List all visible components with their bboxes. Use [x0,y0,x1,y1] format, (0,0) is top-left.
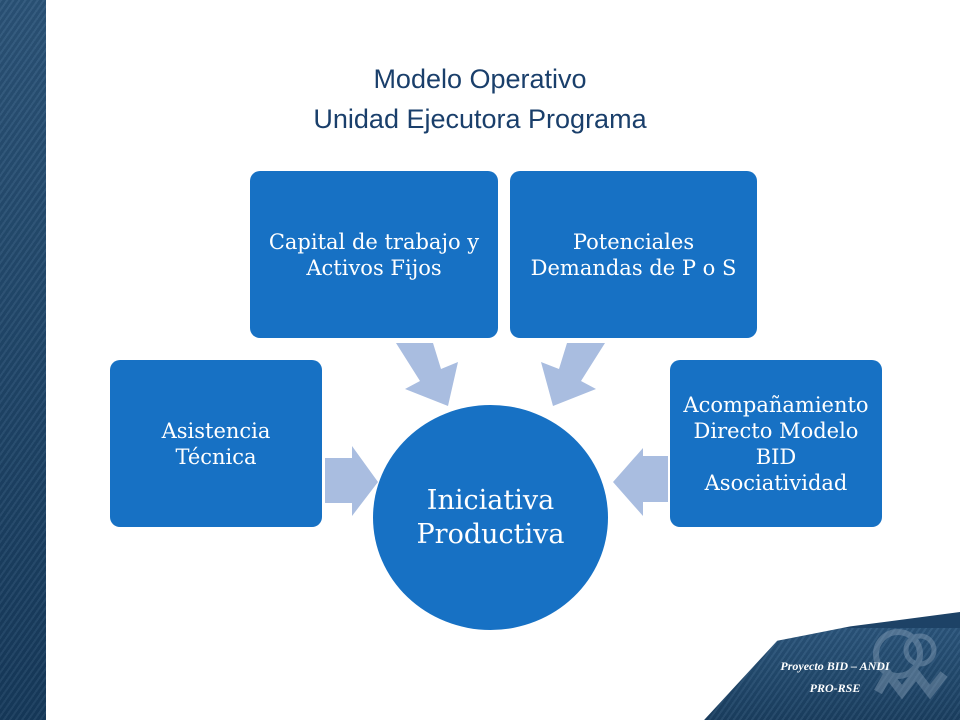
node-asistencia-tecnica: Asistencia Técnica [110,360,322,527]
node-potenciales-demandas: Potenciales Demandas de P o S [510,171,757,338]
node-demandas-line2: Demandas de P o S [530,255,737,280]
arrow-acompanamiento-to-center [613,448,668,516]
center-line1: Iniciativa [426,484,555,516]
arrow-demandas-to-center [541,343,605,406]
left-decorative-strip [0,0,46,720]
slide-title-line2: Unidad Ejecutora Programa [313,104,647,134]
footer-program-line: PRO-RSE [809,681,861,695]
node-capital-line1: Capital de trabajo y [268,229,480,254]
andi-logo-watermark [873,629,948,700]
footer-project-line: Proyecto BID – ANDI [780,659,890,673]
node-acompanamiento-line3: BID [755,444,797,469]
node-capital-line2: Activos Fijos [306,255,442,280]
arrow-asistencia-to-center [325,446,378,516]
node-asistencia-line2: Técnica [175,444,257,469]
node-acompanamiento-line4: Asociatividad [704,470,848,495]
node-acompanamiento: Acompañamiento Directo Modelo BID Asocia… [670,360,882,527]
node-acompanamiento-line1: Acompañamiento [683,392,869,417]
node-asistencia-line1: Asistencia [161,418,271,443]
arrow-capital-to-center [396,343,458,406]
center-line2: Productiva [416,518,565,550]
node-demandas-line1: Potenciales [572,229,695,254]
node-capital-trabajo: Capital de trabajo y Activos Fijos [250,171,498,338]
node-acompanamiento-line2: Directo Modelo [693,418,859,443]
slide-title-line1: Modelo Operativo [373,64,587,94]
center-node-iniciativa-productiva: Iniciativa Productiva [373,405,608,630]
